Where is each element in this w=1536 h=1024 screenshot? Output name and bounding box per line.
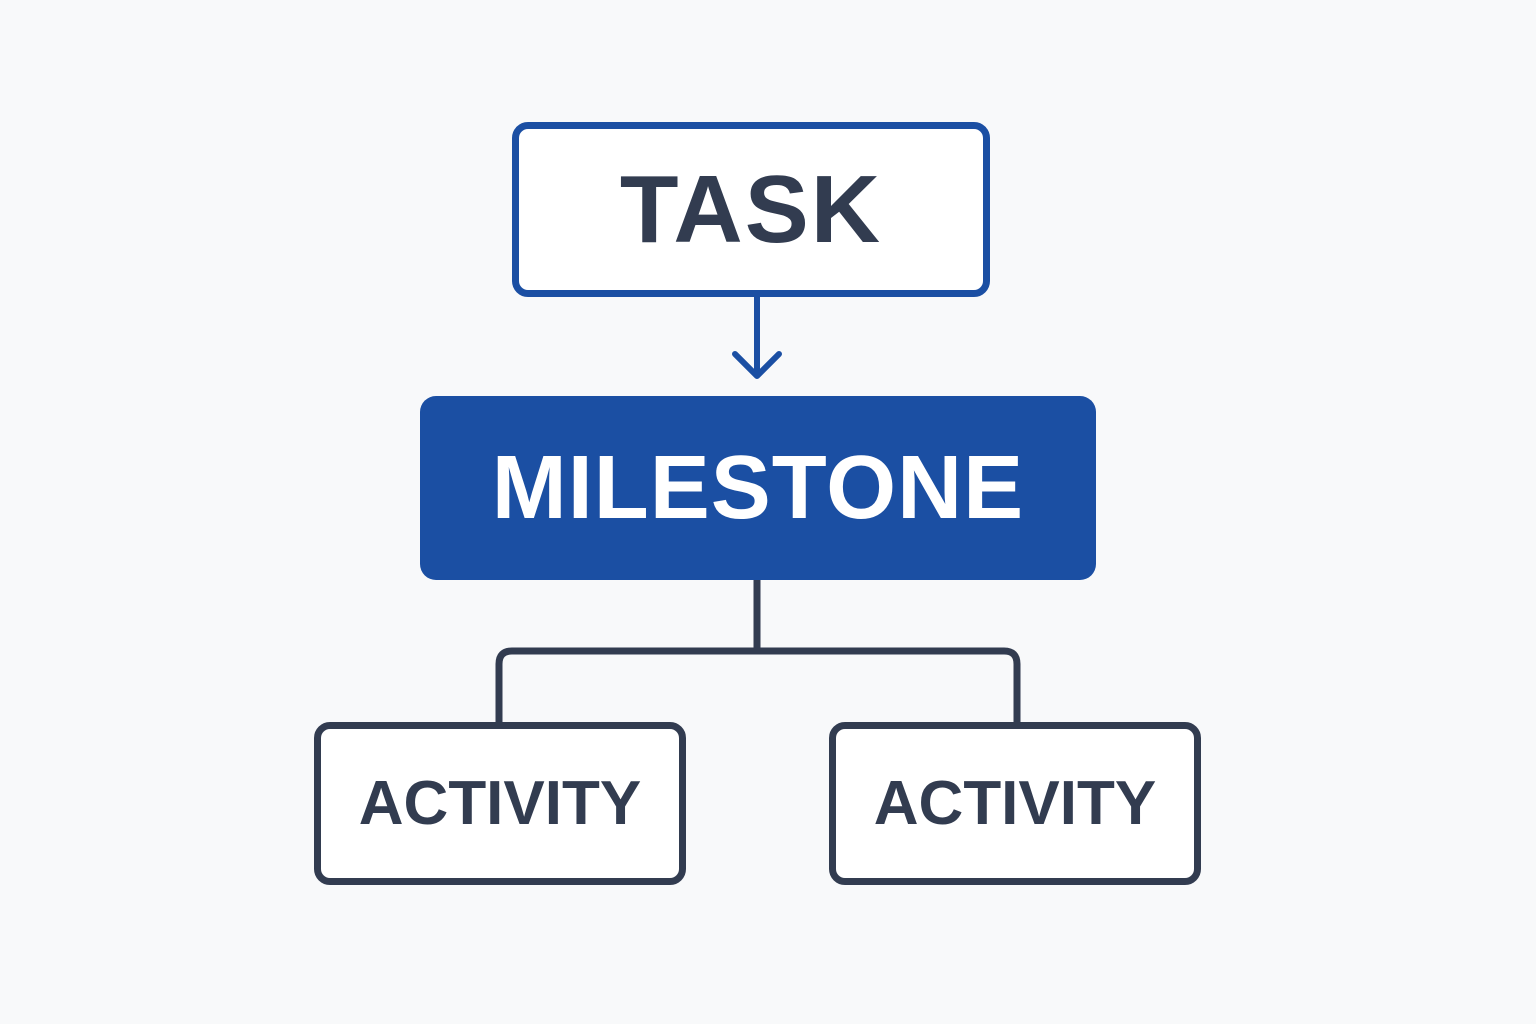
tree-connector [495,580,1021,724]
task-label: TASK [619,155,883,263]
activity-label-left: ACTIVITY [358,769,642,838]
task-node: TASK [512,122,990,297]
activity-node-left: ACTIVITY [314,722,686,885]
activity-label-right: ACTIVITY [873,769,1157,838]
milestone-label: MILESTONE [491,437,1025,538]
activity-node-right: ACTIVITY [829,722,1201,885]
milestone-node: MILESTONE [420,396,1096,580]
arrow-task-to-milestone [732,293,782,379]
